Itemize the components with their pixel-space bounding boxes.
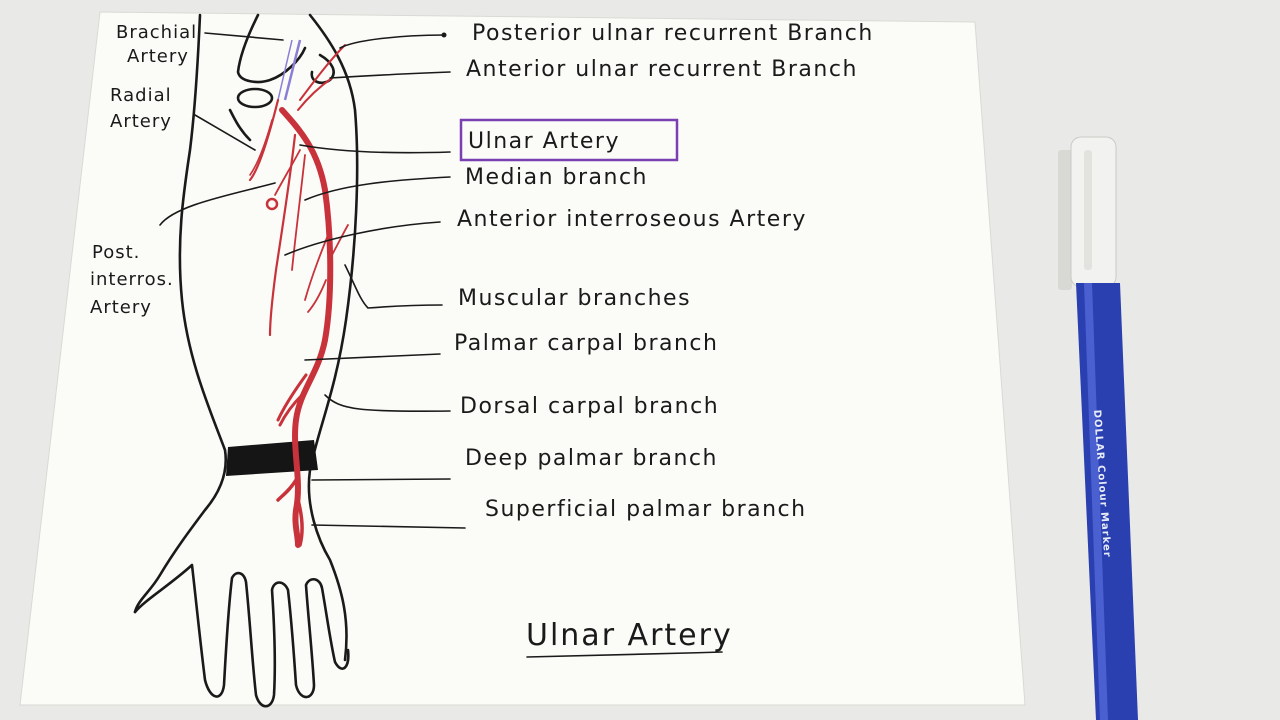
colour-marker-pen: DOLLAR Colour Marker [1058, 136, 1138, 720]
ulnar-artery-highlight-box [459, 118, 679, 162]
marker-cap [1070, 136, 1117, 288]
artery-dot [265, 197, 279, 211]
label-brachial-1: Brachial [116, 22, 197, 43]
anterior-interosseous-artery [268, 133, 297, 337]
label-ulnar-artery: Ulnar Artery [468, 129, 620, 154]
palmar-carpal-branch [276, 373, 308, 422]
brachial-artery-line [283, 39, 302, 101]
label-superficial-palmar-branch: Superficial palmar branch [485, 497, 807, 522]
leader-brachial [204, 32, 284, 41]
label-anterior-ulnar-recurrent: Anterior ulnar recurrent Branch [466, 57, 858, 82]
tendon-line [228, 108, 252, 142]
leader-posterior-recurrent [339, 34, 446, 49]
muscular-branch-1 [304, 229, 331, 301]
leader-superficial-palmar [311, 524, 466, 529]
leader-ulnar-artery [299, 144, 451, 154]
marker-clip [1058, 150, 1072, 290]
leader-deep-palmar [311, 478, 451, 481]
leader-radial [194, 114, 256, 151]
label-post-2: interros. [90, 269, 174, 290]
muscular-branch-3 [307, 279, 327, 313]
leader-median [304, 176, 451, 201]
deep-palmar-branch [276, 478, 298, 502]
arm-right-edge [307, 13, 359, 662]
leader-posterior-recurrent-dot [441, 32, 447, 38]
radial-artery-2 [249, 119, 273, 176]
left-labels: Brachial Artery Radial Artery Post. inte… [90, 22, 197, 318]
leader-anterior-recurrent [329, 71, 451, 79]
label-median-branch: Median branch [465, 165, 648, 190]
artery-network [248, 39, 349, 548]
leader-dorsal-carpal [324, 394, 451, 413]
radial-artery [248, 98, 280, 182]
superficial-palmar-branch [296, 498, 304, 547]
arm-left-edge [133, 13, 227, 614]
label-palmar-carpal-branch: Palmar carpal branch [454, 331, 718, 356]
marker-body-shine [1084, 283, 1108, 720]
label-radial-2: Artery [110, 111, 172, 132]
title-underline [526, 651, 723, 658]
ulnar-artery-main [279, 107, 334, 548]
label-radial-1: Radial [110, 85, 172, 106]
posterior-recurrent-branch [299, 44, 346, 101]
posterior-interosseous-branch [274, 149, 301, 196]
leader-lines [159, 32, 466, 529]
hand-fingers [133, 563, 350, 708]
median-branch [291, 154, 306, 271]
brachial-artery-line-2 [277, 39, 293, 101]
leader-palmar-carpal [304, 353, 441, 361]
label-post-1: Post. [92, 242, 140, 263]
anterior-recurrent-branch [297, 77, 333, 111]
dorsal-carpal-branch [278, 393, 304, 427]
elbow-contour [236, 13, 307, 84]
label-posterior-ulnar-recurrent: Posterior ulnar recurrent Branch [472, 21, 874, 46]
label-post-3: Artery [90, 297, 152, 318]
paper-sheet [19, 11, 1026, 706]
label-deep-palmar-branch: Deep palmar branch [465, 446, 718, 471]
tendon-loop [236, 87, 274, 109]
label-muscular-branches: Muscular branches [458, 286, 691, 311]
leader-anterior-interosseous [284, 221, 441, 256]
leader-muscular [344, 264, 443, 309]
leader-post-interros [159, 182, 276, 226]
label-brachial-2: Artery [127, 46, 189, 67]
label-dorsal-carpal-branch: Dorsal carpal branch [460, 394, 719, 419]
marker-cap-highlight [1084, 150, 1092, 270]
label-anterior-interroseous-artery: Anterior interroseous Artery [457, 207, 807, 232]
right-labels: Posterior ulnar recurrent Branch Anterio… [454, 21, 874, 522]
diagram-title: Ulnar Artery [526, 618, 733, 653]
